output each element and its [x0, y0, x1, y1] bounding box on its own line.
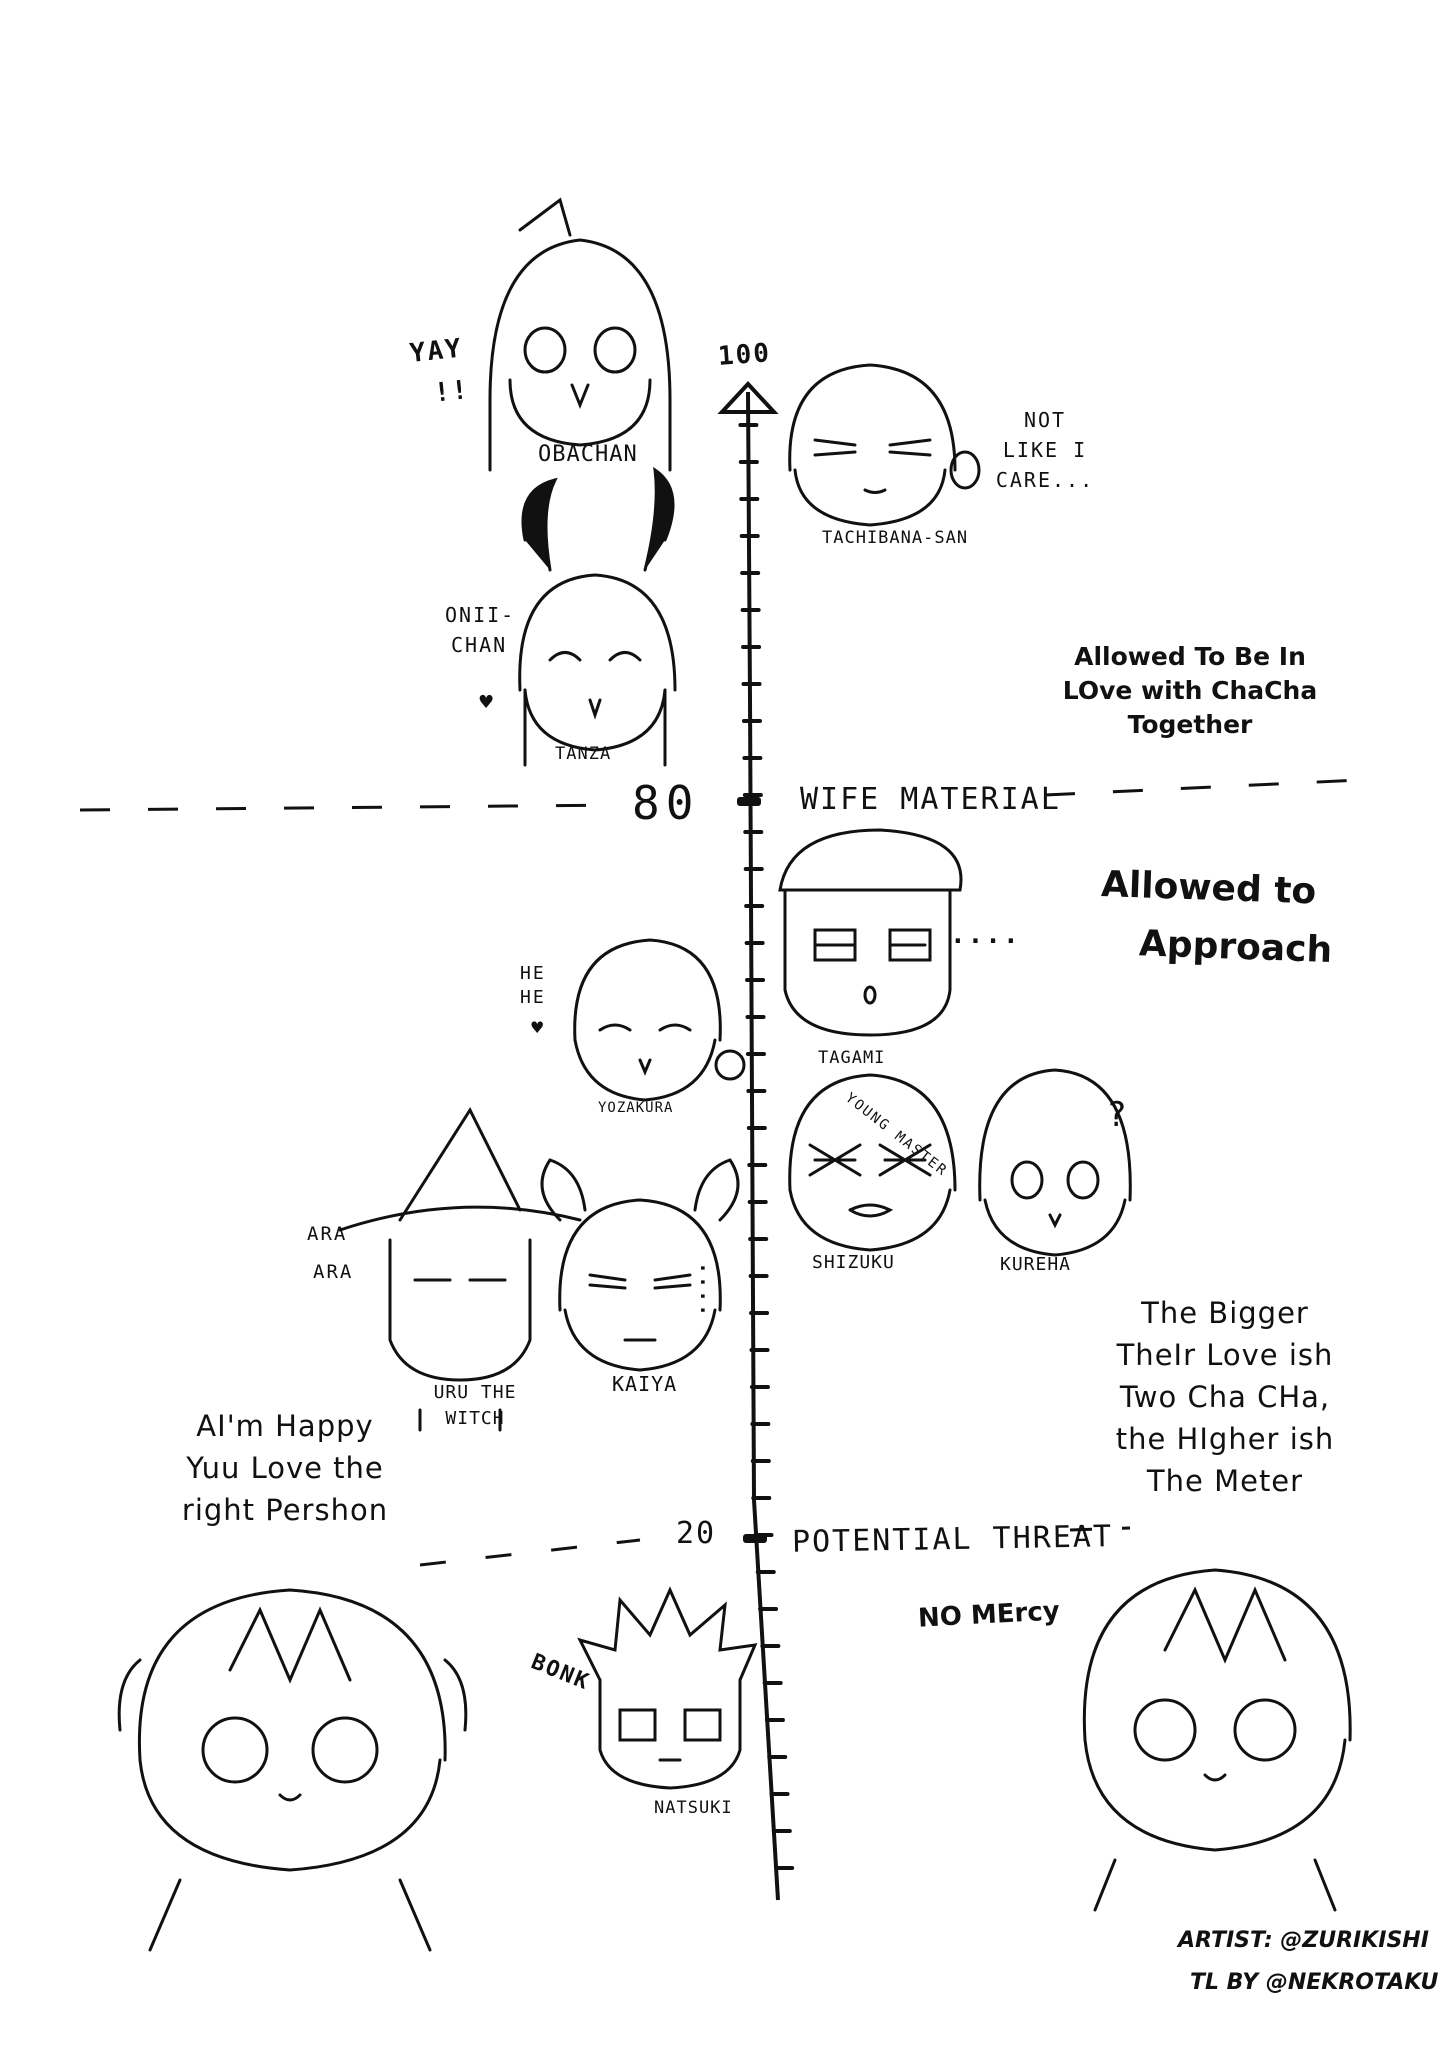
speech-uru: ARA ARA	[307, 1215, 353, 1291]
credit-artist: ARTIST: @ZURIKISHI	[1178, 1928, 1429, 1953]
speech-tanza: ONII- CHAN	[445, 600, 515, 660]
name-tachibana: TACHIBANA-SAN	[822, 528, 969, 548]
narration-left-line-2: Yuu Love the	[186, 1451, 384, 1485]
zone-top-line-2: LOve with ChaCha	[1062, 676, 1318, 705]
yozakura-face	[573, 938, 746, 1102]
narration-left: AI'm Happy Yuu Love the right Pershon	[160, 1405, 410, 1531]
narration-left-line-3: right Pershon	[181, 1493, 389, 1527]
speech-obachan-line-2: !!	[432, 375, 471, 409]
speech-kaiya: ....	[696, 1262, 720, 1319]
obachan-face	[488, 197, 672, 472]
speech-yozakura: HE HE	[520, 962, 546, 1010]
speech-yozakura-line-1: HE	[520, 963, 546, 984]
name-tanza: TANZA	[555, 744, 612, 764]
right-chibi	[1082, 1568, 1352, 1912]
narration-right-line-3: Two Cha CHa,	[1119, 1380, 1331, 1414]
name-kureha: KUREHA	[1000, 1254, 1072, 1275]
tick-80	[737, 797, 761, 806]
kureha-face	[978, 1068, 1132, 1257]
heart-yozakura: ♥	[530, 1018, 545, 1037]
speech-uru-line-2: ARA	[313, 1261, 354, 1283]
name-obachan: OBACHAN	[538, 442, 638, 467]
speech-tachibana-line-3: CARE...	[995, 468, 1095, 492]
uru-face	[338, 1106, 582, 1432]
speech-tagami: ....	[950, 920, 1021, 950]
left-chibi	[117, 1588, 468, 1952]
name-uru-line-2: WITCH	[445, 1408, 505, 1429]
speech-tachibana: NOT LIKE I CARE...	[990, 405, 1100, 495]
narration-right-line-2: TheIr Love ish	[1116, 1338, 1334, 1372]
axis-line	[746, 391, 780, 1901]
speech-uru-line-1: ARA	[307, 1223, 348, 1245]
narration-right-line-4: the HIgher ish	[1115, 1422, 1335, 1456]
dashed-line-20-right	[1069, 1526, 1131, 1532]
speech-tachibana-line-1: NOT	[1023, 408, 1067, 432]
name-tagami: TAGAMI	[818, 1048, 886, 1068]
tanza-face	[518, 466, 677, 767]
narration-right-line-1: The Bigger	[1141, 1296, 1309, 1330]
speech-obachan: YAY !!	[408, 327, 472, 416]
tagami-face	[778, 828, 963, 1037]
heart-tanza: ♥	[478, 692, 495, 713]
scale-80-label: 80	[632, 776, 700, 830]
zone-top-line-3: Together	[1127, 710, 1253, 739]
name-kaiya: KAIYA	[612, 1372, 678, 1396]
zone-top-line-1: Allowed To Be In	[1074, 642, 1306, 671]
name-uru-line-1: URU THE	[433, 1382, 517, 1403]
scale-20-label: 20	[676, 1516, 717, 1551]
tier-wife-material: WIFE MATERIAL	[800, 782, 1061, 817]
speech-obachan-line-1: YAY	[408, 333, 465, 369]
credit-translator: TL BY @NEKROTAKU	[1190, 1970, 1439, 1995]
speech-kureha: ?	[1108, 1095, 1127, 1135]
tachibana-face	[788, 363, 981, 527]
speech-tanza-line-1: ONII-	[445, 603, 516, 627]
speech-tanza-line-2: CHAN	[451, 633, 508, 657]
name-shizuku: SHIZUKU	[812, 1252, 895, 1273]
narration-right: The Bigger TheIr Love ish Two Cha CHa, t…	[1090, 1292, 1360, 1502]
dashed-line-80-left	[79, 803, 621, 812]
zone-top-label: Allowed To Be In LOve with ChaCha Togeth…	[1040, 640, 1340, 742]
narration-left-line-1: AI'm Happy	[196, 1409, 374, 1443]
shizuku-face	[788, 1073, 957, 1252]
name-uru: URU THE WITCH	[415, 1380, 535, 1432]
name-yozakura: YOZAKURA	[598, 1100, 674, 1116]
dashed-line-80-right	[1044, 778, 1361, 797]
speech-yozakura-line-2: HE	[520, 987, 546, 1008]
speech-tachibana-line-2: LIKE I	[1002, 438, 1088, 462]
natsuki-face	[577, 1586, 758, 1790]
narration-right-line-5: The Meter	[1146, 1464, 1304, 1498]
tick-20	[743, 1534, 767, 1543]
axis-arrow	[717, 381, 779, 414]
name-natsuki: NATSUKI	[654, 1798, 733, 1818]
kaiya-face	[540, 1158, 740, 1372]
